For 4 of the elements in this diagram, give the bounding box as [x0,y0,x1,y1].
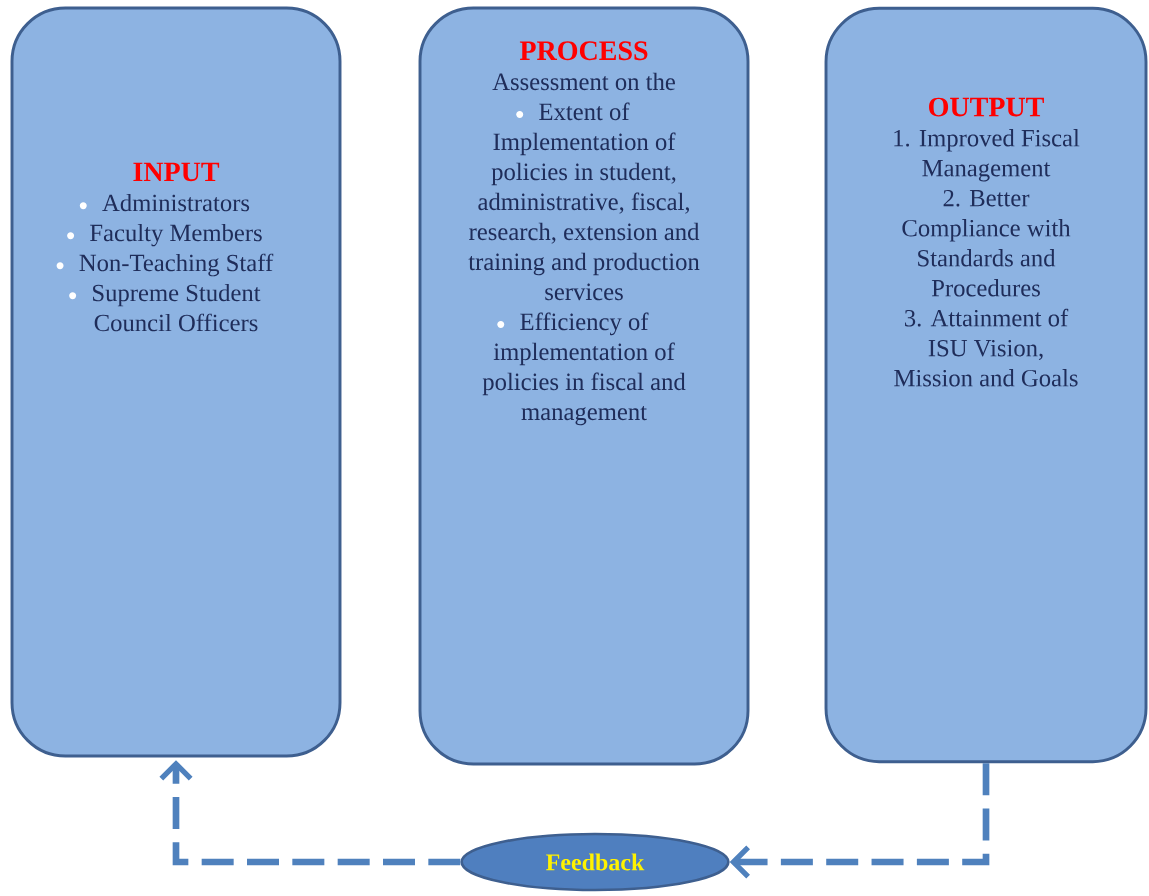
process-box: INPUT Administrators Faculty Members Non-Teaching Staff Supreme Student Council Officers [10,6,342,758]
process-box: PROCESS Assessment on the Extent of Implementation of policies in student, administrative, fiscal, research, extension and training and production services Efficiency of implementation of policies in fiscal and management [418,6,750,766]
arrow [159,760,461,866]
process-box: OUTPUT 1. Improved Fiscal Management 2. Better Compliance with Standards and Procedures 3. Attainment of ISU Vision, Mission and Goals [824,6,1148,764]
